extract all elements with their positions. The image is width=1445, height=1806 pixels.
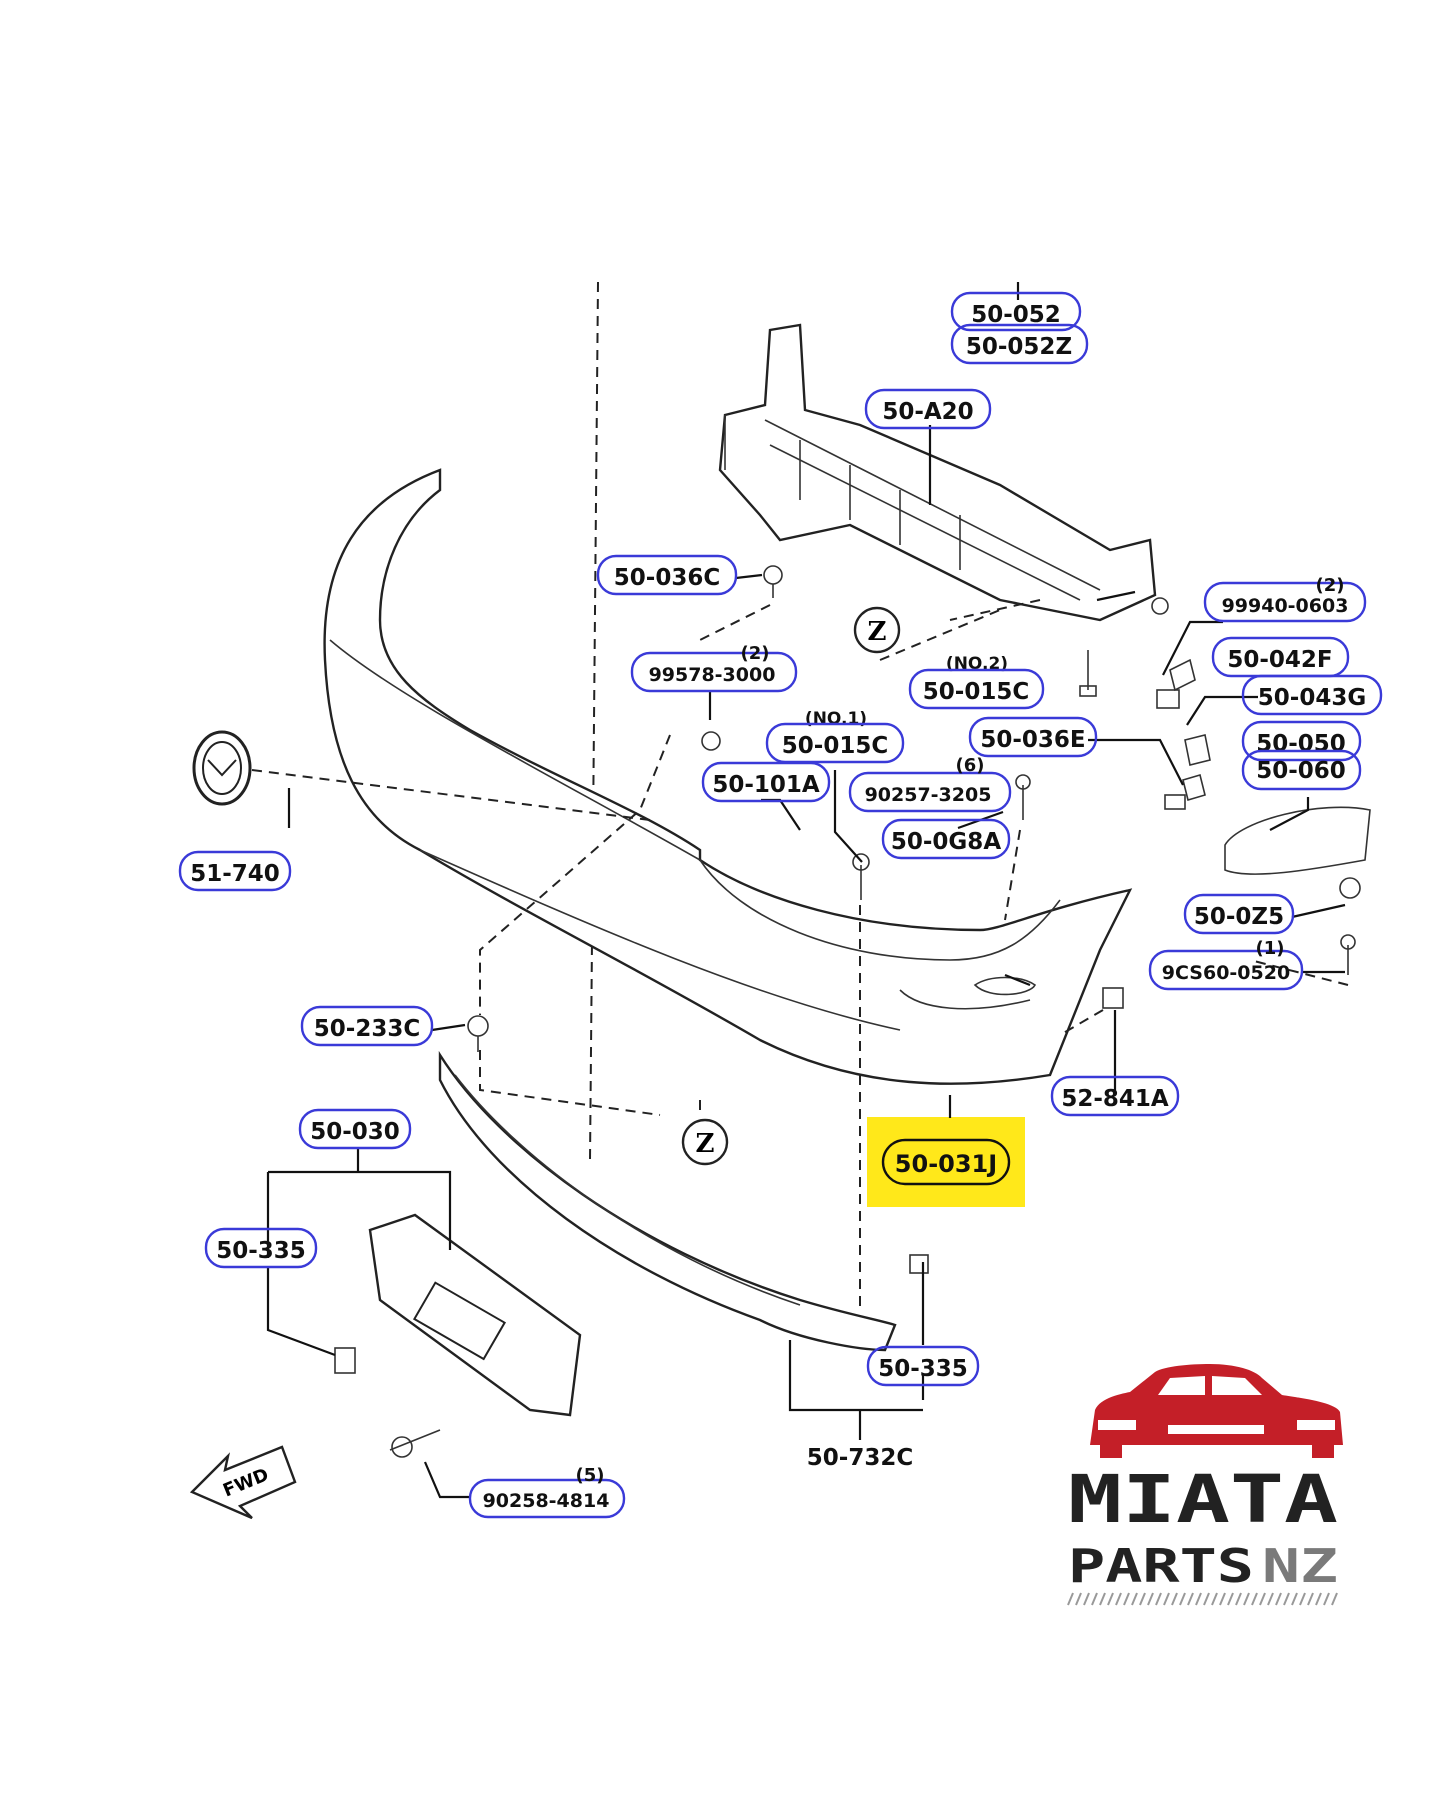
label-50-050[interactable]: 50-050 [1241, 720, 1362, 762]
label-99940-0603[interactable]: (2) 99940-0603 [1203, 575, 1367, 623]
svg-text:50-335: 50-335 [878, 1356, 968, 1382]
miata-parts-nz-logo: MIATA PARTS NZ [1067, 1364, 1343, 1606]
dashed-leaders [251, 599, 1349, 1310]
label-51-740[interactable]: 51-740 [178, 850, 292, 892]
logo-parts: PARTS [1068, 1539, 1254, 1593]
svg-text:50-0Z5: 50-0Z5 [1194, 904, 1284, 930]
label-50-a20[interactable]: 50-A20 [864, 388, 992, 430]
svg-text:50-052Z: 50-052Z [966, 334, 1072, 360]
logo-nz: NZ [1262, 1539, 1338, 1593]
label-50-031j[interactable]: 50-031J [881, 1138, 1011, 1186]
svg-text:(1): (1) [1256, 938, 1285, 959]
label-50-101a[interactable]: 50-101A [701, 761, 831, 803]
fwd-arrow: FWD [189, 1445, 297, 1520]
solid-leaders [266, 282, 1346, 1499]
label-50-043g[interactable]: 50-043G [1241, 674, 1383, 716]
svg-text:50-036E: 50-036E [980, 727, 1085, 753]
label-90257-3205[interactable]: (6) 90257-3205 [848, 755, 1012, 813]
label-50-335-right[interactable]: 50-335 [866, 1345, 980, 1387]
label-50-052z[interactable]: 50-052Z [950, 323, 1089, 365]
label-50-233c[interactable]: 50-233C [300, 1005, 434, 1047]
svg-text:(2): (2) [741, 643, 770, 664]
front-emblem [192, 730, 252, 806]
svg-text:Z: Z [696, 1129, 715, 1159]
svg-text:52-841A: 52-841A [1061, 1086, 1169, 1112]
label-50-0g8a[interactable]: 50-0G8A [881, 818, 1011, 860]
center-line [589, 281, 599, 1161]
logo-miata: MIATA [1068, 1461, 1338, 1538]
label-50-042f[interactable]: 50-042F [1211, 636, 1350, 678]
svg-text:50-060: 50-060 [1256, 758, 1346, 784]
svg-text:99578-3000: 99578-3000 [649, 664, 776, 686]
svg-text:50-030: 50-030 [310, 1119, 400, 1145]
callout-labels: 50-052 50-052Z 50-A20 50-036C (2) 99940-… [178, 291, 1383, 1519]
svg-text:50-036C: 50-036C [614, 565, 720, 591]
selected-part-highlight [867, 1117, 1025, 1207]
svg-text:50-101A: 50-101A [712, 772, 820, 798]
label-9cs60-0520[interactable]: (1) 9CS60-0520 [1148, 938, 1304, 991]
logo-underline [1067, 1592, 1338, 1606]
label-50-052[interactable]: 50-052 [950, 291, 1082, 332]
car-icon [1090, 1364, 1343, 1458]
label-50-036c[interactable]: 50-036C [596, 554, 738, 596]
label-50-036e[interactable]: 50-036E [968, 716, 1098, 758]
svg-text:50-052: 50-052 [971, 302, 1061, 328]
svg-text:(5): (5) [576, 1465, 605, 1486]
svg-text:9CS60-0520: 9CS60-0520 [1162, 962, 1290, 984]
svg-text:50-050: 50-050 [1256, 731, 1346, 757]
z-marker-top: Z [853, 606, 1001, 661]
lower-lip [438, 1050, 897, 1352]
label-99578-3000[interactable]: (2) 99578-3000 [630, 643, 798, 693]
label-90258-4814[interactable]: (5) 90258-4814 [468, 1465, 626, 1519]
svg-text:50-0G8A: 50-0G8A [891, 829, 1001, 855]
svg-text:90258-4814: 90258-4814 [483, 1490, 610, 1512]
label-50-732c: 50-732C [807, 1445, 913, 1471]
svg-text:50-043G: 50-043G [1258, 685, 1366, 711]
svg-text:50-732C: 50-732C [807, 1445, 913, 1471]
svg-text:50-A20: 50-A20 [882, 399, 973, 425]
svg-text:90257-3205: 90257-3205 [865, 784, 992, 806]
svg-text:(2): (2) [1316, 575, 1345, 596]
z-marker-bottom: Z [681, 1118, 729, 1166]
svg-text:50-042F: 50-042F [1227, 647, 1332, 673]
svg-text:50-031J: 50-031J [895, 1150, 997, 1178]
label-50-0z5[interactable]: 50-0Z5 [1183, 893, 1295, 935]
label-50-030[interactable]: 50-030 [298, 1108, 412, 1150]
svg-text:Z: Z [868, 617, 887, 647]
svg-text:50-233C: 50-233C [314, 1016, 420, 1042]
bumper-reinforcement [718, 323, 1157, 622]
svg-text:99940-0603: 99940-0603 [1222, 595, 1349, 617]
label-50-015c-no2[interactable]: (NO.2) 50-015C [908, 654, 1045, 710]
svg-text:50-335: 50-335 [216, 1238, 306, 1264]
license-plate-bracket [368, 1213, 582, 1417]
bumper-cover [323, 468, 1133, 1085]
label-50-060[interactable]: 50-060 [1241, 749, 1362, 791]
label-50-335-left[interactable]: 50-335 [204, 1227, 318, 1269]
svg-text:(6): (6) [956, 755, 985, 776]
label-52-841a[interactable]: 52-841A [1050, 1075, 1180, 1117]
label-50-015c-no1[interactable]: (NO.1) 50-015C [765, 709, 905, 764]
svg-text:(NO.1): (NO.1) [805, 709, 867, 729]
svg-text:50-015C: 50-015C [782, 733, 888, 759]
svg-text:51-740: 51-740 [190, 861, 280, 887]
svg-text:50-015C: 50-015C [923, 679, 1029, 705]
fasteners [334, 565, 1371, 1458]
